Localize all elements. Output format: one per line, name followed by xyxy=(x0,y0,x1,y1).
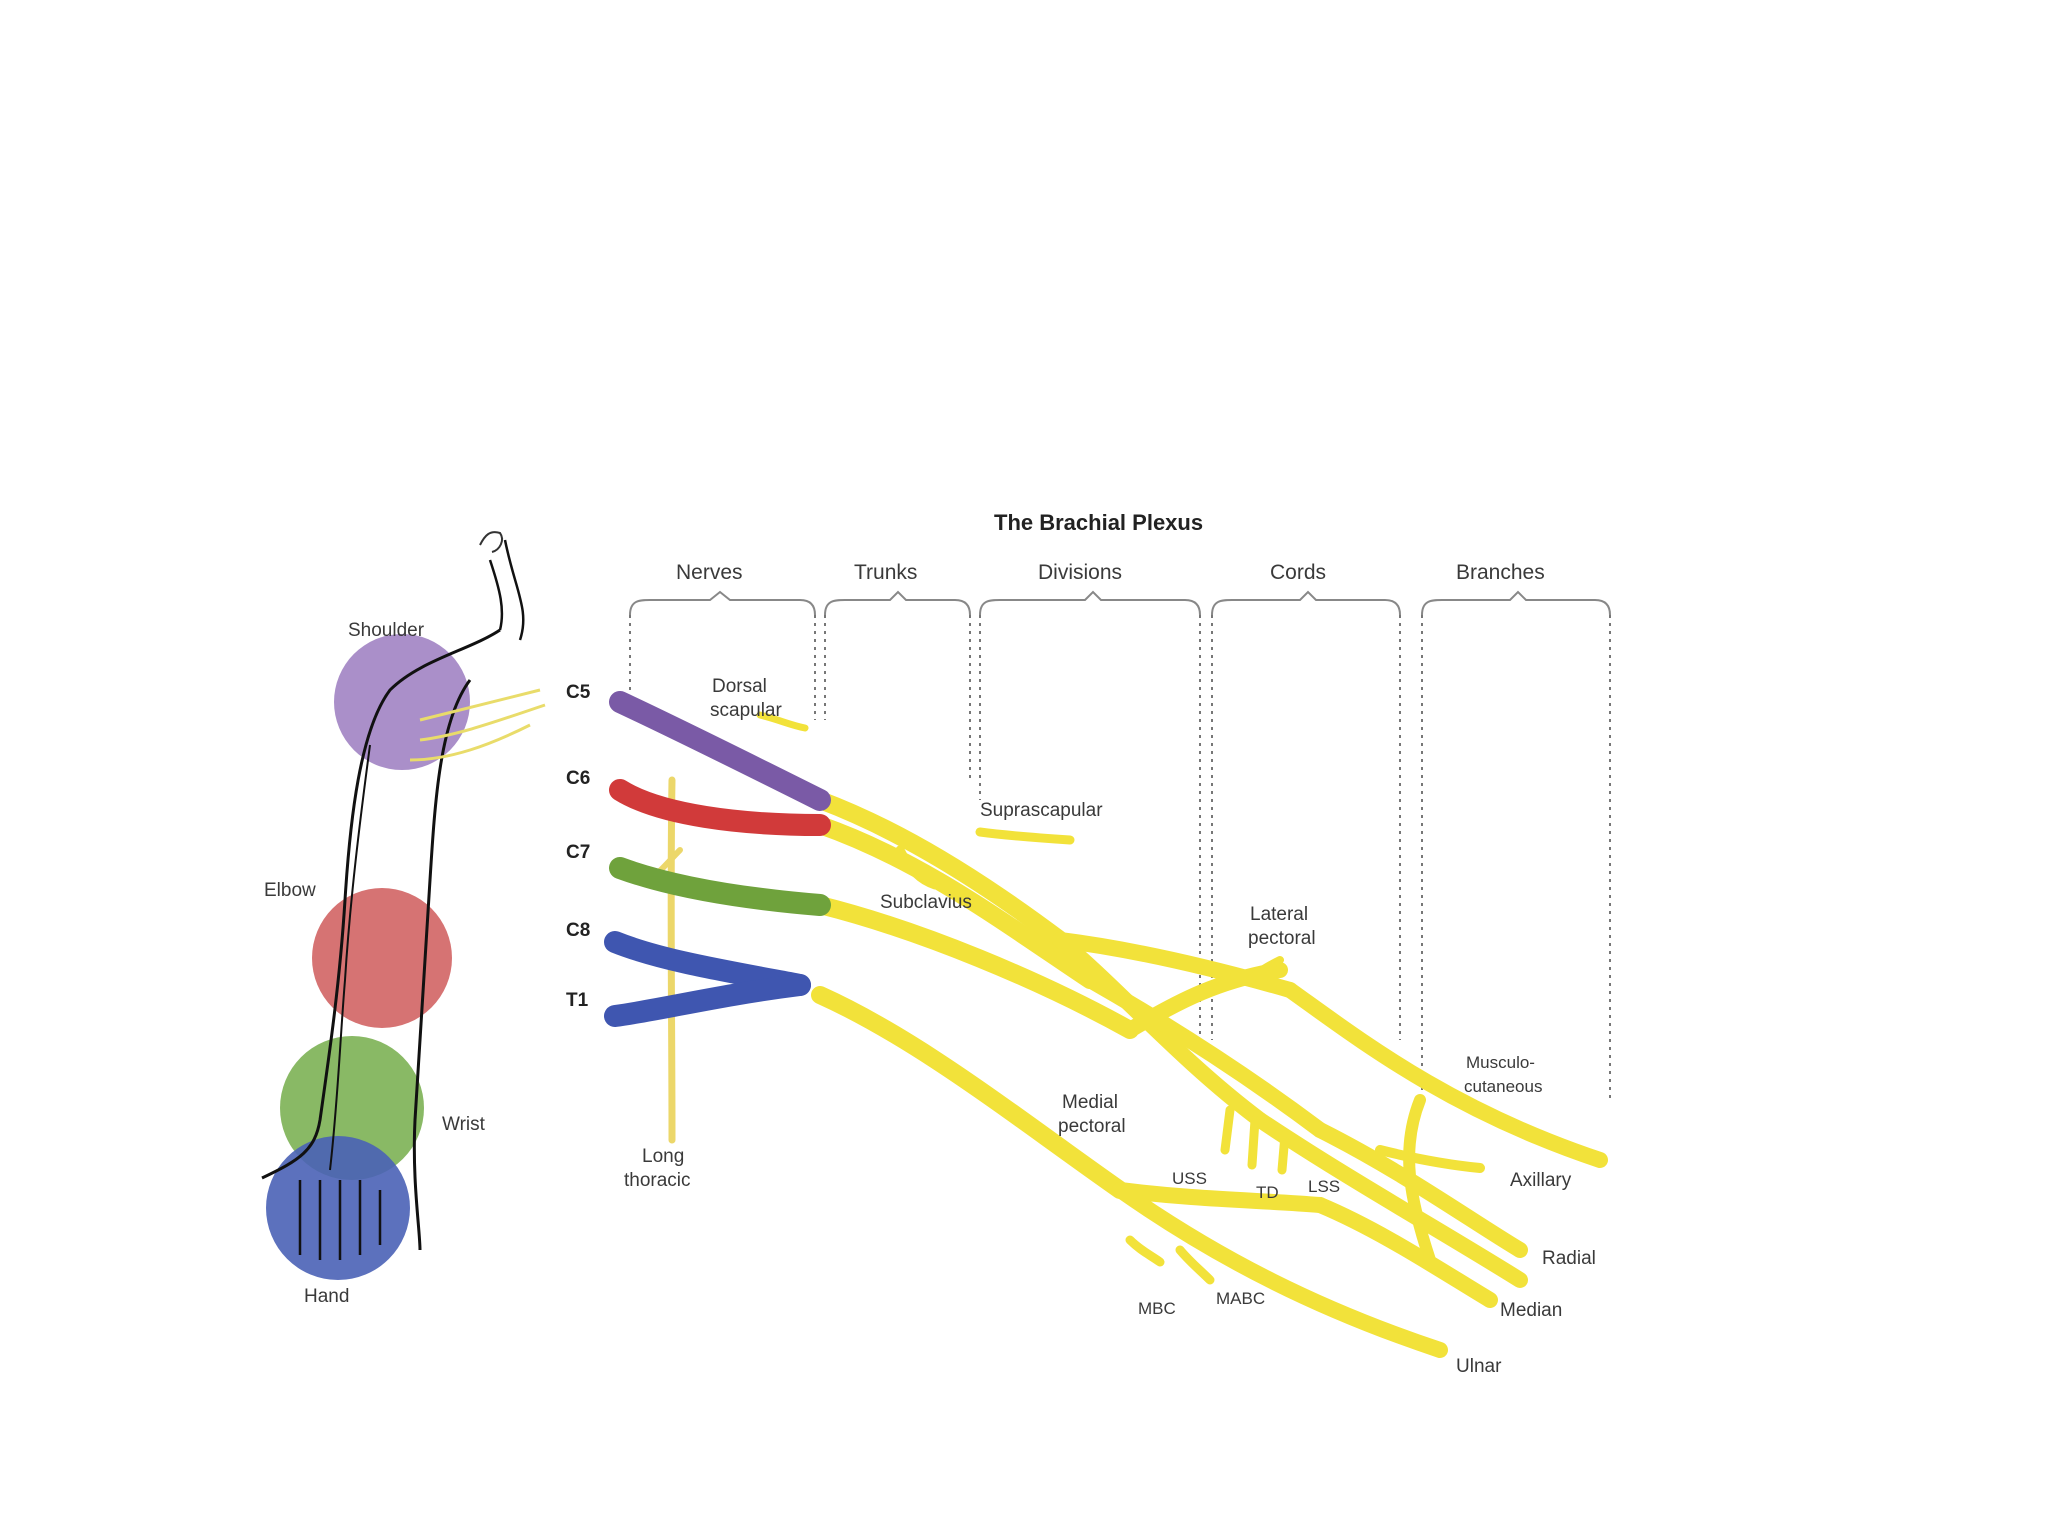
neck-outline xyxy=(488,539,525,641)
root-c6-trunk xyxy=(609,779,831,836)
root-label-c5: C5 xyxy=(566,682,591,703)
root-t1-trunk xyxy=(604,974,811,1027)
forearm-nerve-line xyxy=(329,744,371,1171)
label-musculocutaneous-2: cutaneous xyxy=(1464,1077,1542,1096)
column-header-cords: Cords xyxy=(1270,561,1326,584)
column-brackets xyxy=(629,590,1611,616)
region-elbow-circle xyxy=(312,888,452,1028)
arm-outline-inner xyxy=(412,679,472,1251)
label-median: Median xyxy=(1500,1300,1562,1321)
diagram-title: The Brachial Plexus xyxy=(994,510,1203,535)
root-label-c8: C8 xyxy=(566,920,590,941)
body-figure: Shoulder Elbow Wrist Hand xyxy=(261,531,546,1307)
label-medial-pectoral-2: pectoral xyxy=(1058,1116,1126,1137)
head-outline xyxy=(479,531,503,553)
region-label-shoulder: Shoulder xyxy=(348,620,425,641)
label-lateral-pectoral-2: pectoral xyxy=(1248,928,1316,949)
label-mbc: MBC xyxy=(1138,1299,1176,1318)
nerve-labels: Dorsal scapular Suprascapular Subclavius… xyxy=(624,676,1596,1377)
column-header-branches: Branches xyxy=(1456,561,1545,584)
label-uss: USS xyxy=(1172,1169,1207,1188)
label-lateral-pectoral-1: Lateral xyxy=(1250,904,1308,925)
root-label-t1: T1 xyxy=(566,990,589,1011)
region-label-hand: Hand xyxy=(304,1286,349,1307)
label-td: TD xyxy=(1256,1183,1279,1202)
region-label-elbow: Elbow xyxy=(264,880,316,901)
label-ulnar: Ulnar xyxy=(1456,1356,1502,1377)
label-long-thoracic-1: Long xyxy=(642,1146,684,1167)
label-suprascapular: Suprascapular xyxy=(980,800,1103,821)
region-hand-circle xyxy=(266,1136,410,1280)
column-header-divisions: Divisions xyxy=(1038,561,1122,584)
nerve-network xyxy=(647,711,1608,1358)
label-axillary: Axillary xyxy=(1510,1170,1572,1191)
arm-outline xyxy=(261,628,501,1180)
root-label-c7: C7 xyxy=(566,842,590,863)
label-musculocutaneous-1: Musculo- xyxy=(1466,1053,1535,1072)
column-header-nerves: Nerves xyxy=(676,561,743,584)
root-labels: C5 C6 C7 C8 T1 xyxy=(566,682,591,1011)
label-lss: LSS xyxy=(1308,1177,1340,1196)
label-long-thoracic-2: thoracic xyxy=(624,1170,691,1191)
label-radial: Radial xyxy=(1542,1248,1596,1269)
nerve-roots xyxy=(604,691,831,1027)
root-label-c6: C6 xyxy=(566,768,590,789)
column-headers: Nerves Trunks Divisions Cords Branches xyxy=(676,561,1545,584)
column-header-trunks: Trunks xyxy=(854,561,917,584)
label-dorsal-scapular-2: scapular xyxy=(710,700,782,721)
hand-outline xyxy=(298,1180,382,1260)
shoulder-plexus-lines xyxy=(409,688,546,762)
label-dorsal-scapular-1: Dorsal xyxy=(712,676,767,697)
label-subclavius: Subclavius xyxy=(880,892,972,913)
root-c7-trunk xyxy=(609,857,831,916)
region-label-wrist: Wrist xyxy=(442,1114,486,1135)
label-medial-pectoral-1: Medial xyxy=(1062,1092,1118,1113)
root-c5-trunk xyxy=(609,691,831,811)
label-mabc: MABC xyxy=(1216,1289,1265,1308)
